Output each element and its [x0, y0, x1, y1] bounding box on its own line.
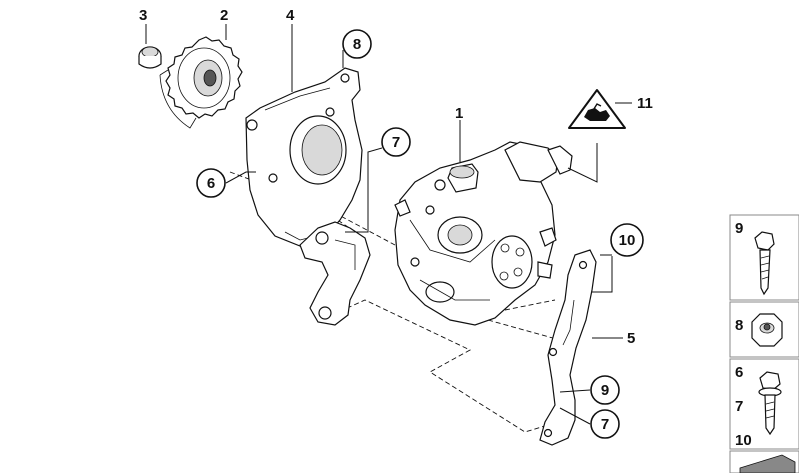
- sensitive-component-warning-icon: [568, 89, 626, 129]
- part-5-rear-bracket: [539, 249, 597, 446]
- wedge-icon: [739, 454, 796, 473]
- callout-7-upper: 7: [381, 127, 411, 157]
- side-panel-label-7: 7: [735, 398, 743, 415]
- callout-6: 6: [196, 168, 226, 198]
- callout-2: 2: [220, 7, 228, 24]
- callout-7-lower-label: 7: [601, 416, 609, 433]
- callout-9: 9: [590, 375, 620, 405]
- callout-7-upper-label: 7: [392, 134, 400, 151]
- side-panel-label-8: 8: [735, 317, 743, 334]
- callout-5: 5: [627, 330, 635, 347]
- callout-6-label: 6: [207, 175, 215, 192]
- callout-3: 3: [139, 7, 147, 24]
- support-bracket: [299, 221, 371, 326]
- hex-nut-icon: [751, 313, 783, 347]
- hardware-side-panel: 9 8 6 7 10: [729, 214, 799, 473]
- side-panel-label-9: 9: [735, 220, 743, 237]
- callout-11: 11: [637, 95, 653, 112]
- leader-lines: [145, 24, 632, 425]
- callout-10: 10: [610, 223, 644, 257]
- part-1-high-pressure-pump: [394, 141, 573, 326]
- callout-4: 4: [286, 7, 295, 24]
- callout-9-label: 9: [601, 382, 609, 399]
- part-4-mounting-plate: [245, 67, 363, 247]
- callout-7-lower: 7: [590, 409, 620, 439]
- callout-1: 1: [455, 105, 463, 122]
- side-panel-label-6: 6: [735, 364, 743, 381]
- callout-8: 8: [342, 29, 372, 59]
- flange-bolt-icon: [758, 371, 782, 436]
- side-panel-label-10: 10: [735, 432, 752, 449]
- part-2-gear: [159, 36, 243, 129]
- callout-8-label: 8: [353, 36, 361, 53]
- hex-bolt-icon: [754, 231, 775, 296]
- callout-10-label: 10: [619, 232, 636, 249]
- part-3-cap: [138, 46, 162, 69]
